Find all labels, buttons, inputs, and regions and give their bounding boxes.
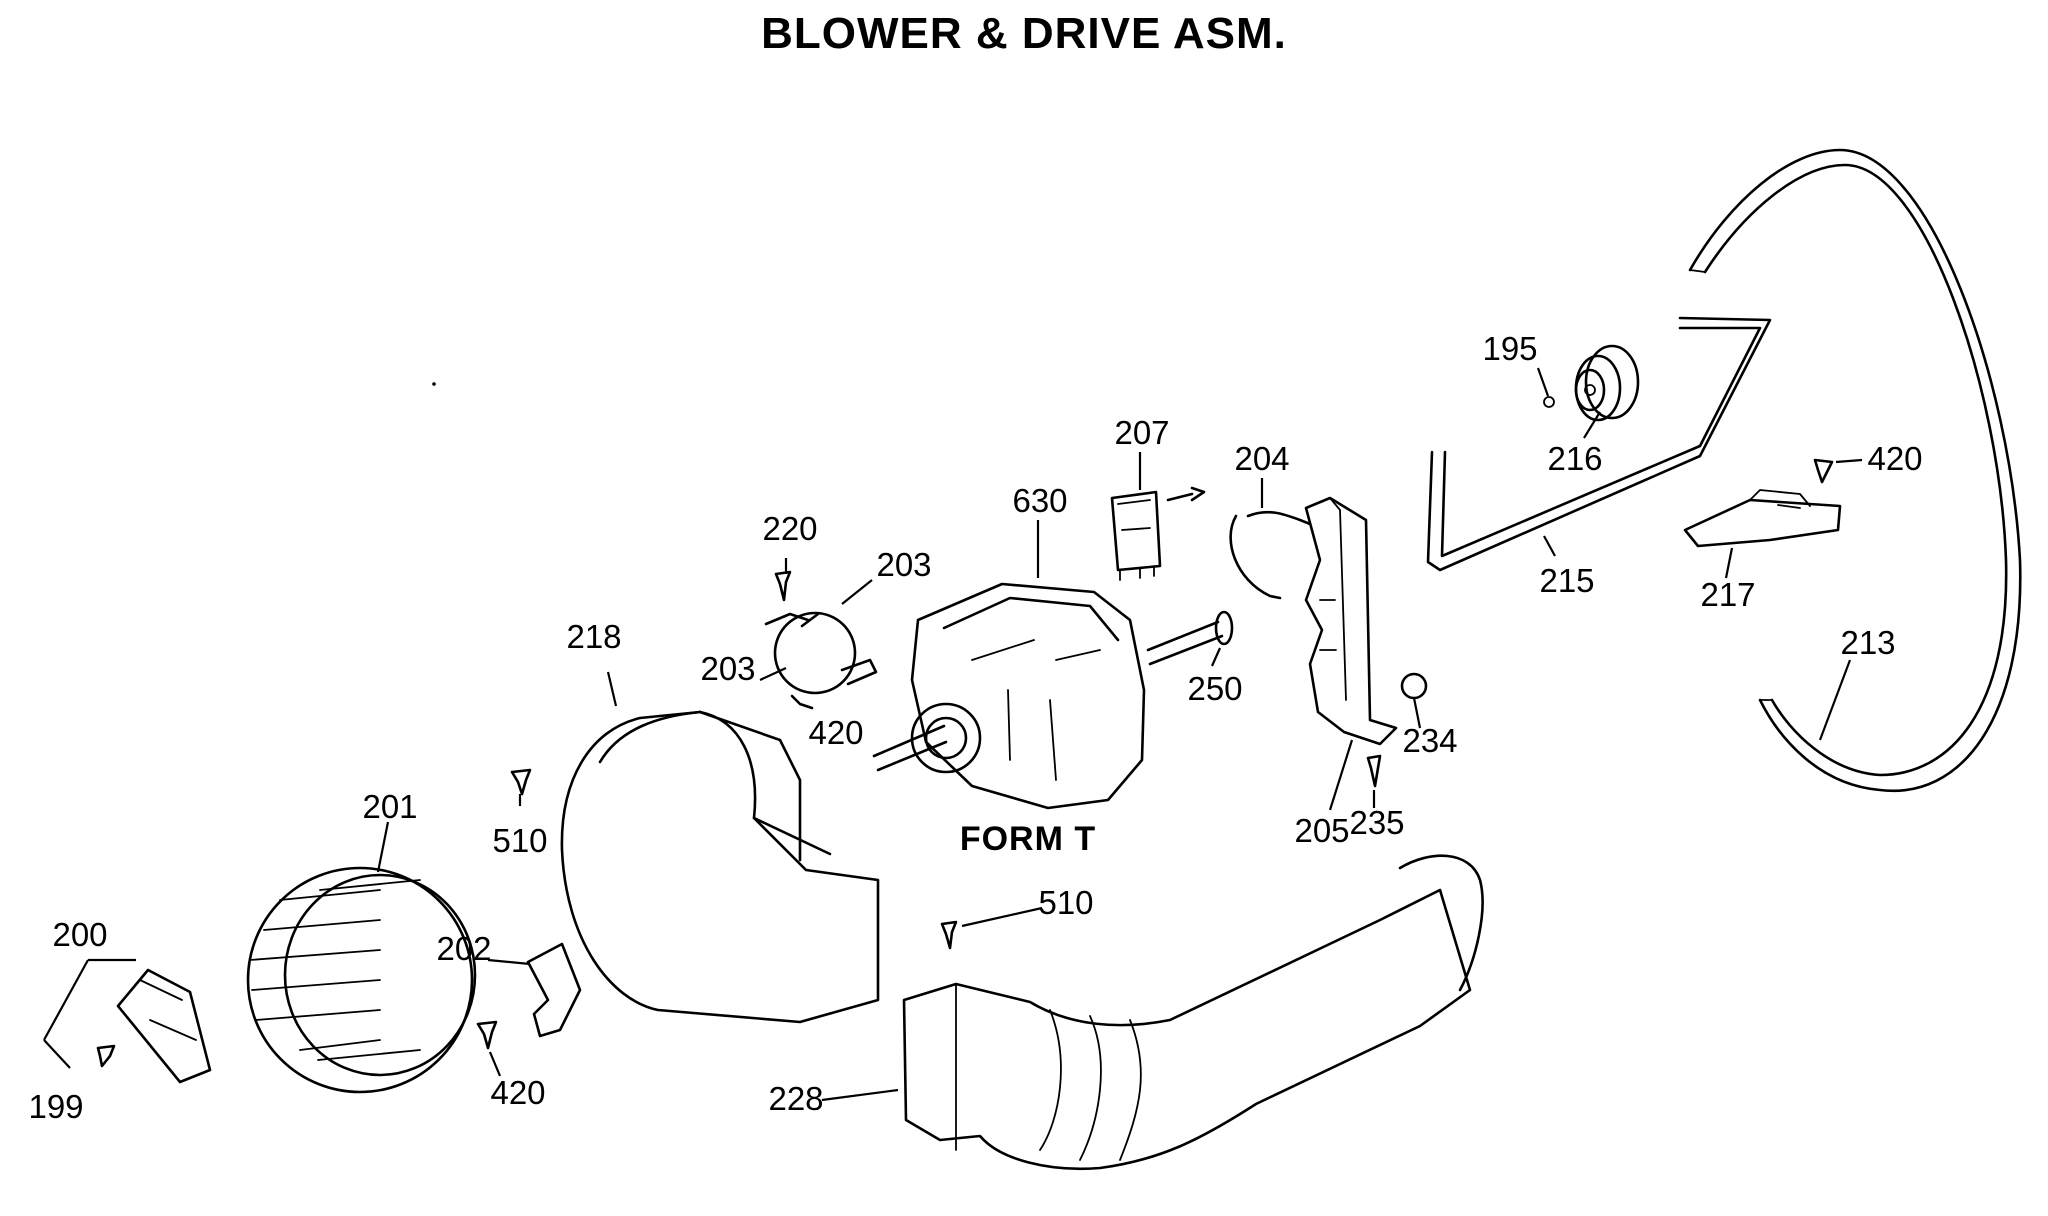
idler-bracket bbox=[1683, 489, 1842, 548]
blower-housing bbox=[560, 710, 880, 1024]
label-217: 217 bbox=[1700, 576, 1755, 613]
label-203-lower: 203 bbox=[700, 650, 755, 687]
label-420-right: 420 bbox=[1867, 440, 1922, 477]
label-199: 199 bbox=[28, 1088, 83, 1125]
housing-bracket bbox=[526, 942, 582, 1038]
label-215: 215 bbox=[1539, 562, 1594, 599]
nut bbox=[1400, 672, 1428, 700]
label-218: 218 bbox=[566, 618, 621, 655]
label-202: 202 bbox=[436, 930, 491, 967]
label-201: 201 bbox=[362, 788, 417, 825]
label-216: 216 bbox=[1547, 440, 1602, 477]
label-510-middle: 510 bbox=[1038, 884, 1093, 921]
label-205: 205 bbox=[1294, 812, 1349, 849]
label-630: 630 bbox=[1012, 482, 1067, 519]
label-195: 195 bbox=[1482, 330, 1537, 367]
retaining-clip bbox=[1543, 396, 1555, 408]
screw bbox=[1813, 458, 1834, 484]
leader-lines bbox=[43, 367, 1863, 1102]
screw bbox=[96, 1044, 116, 1068]
label-420-bottom: 420 bbox=[490, 1074, 545, 1111]
label-420-motor: 420 bbox=[808, 714, 863, 751]
motor-mount bbox=[1304, 496, 1398, 746]
label-207: 207 bbox=[1114, 414, 1169, 451]
diagram-title: BLOWER & DRIVE ASM. bbox=[761, 9, 1287, 58]
drive-belt bbox=[1688, 148, 2022, 793]
screw bbox=[940, 920, 958, 950]
label-234: 234 bbox=[1402, 722, 1457, 759]
blower-wheel bbox=[246, 866, 477, 1094]
label-250: 250 bbox=[1187, 670, 1242, 707]
label-510-left: 510 bbox=[492, 822, 547, 859]
label-200: 200 bbox=[52, 916, 107, 953]
screw bbox=[790, 694, 814, 710]
screw bbox=[476, 1020, 498, 1050]
label-235: 235 bbox=[1349, 804, 1404, 841]
label-220: 220 bbox=[762, 510, 817, 547]
screw bbox=[1166, 486, 1206, 502]
motor-strap bbox=[1229, 510, 1312, 600]
idler-pulley bbox=[1574, 344, 1640, 422]
blower-clip bbox=[116, 968, 212, 1084]
screw bbox=[510, 768, 532, 796]
motor-switch bbox=[1110, 490, 1162, 581]
label-213: 213 bbox=[1840, 624, 1895, 661]
label-203-upper: 203 bbox=[876, 546, 931, 583]
motor-bracket bbox=[764, 611, 878, 695]
stray-dot bbox=[432, 382, 436, 386]
form-label: FORM T bbox=[960, 820, 1096, 858]
exhaust-duct bbox=[902, 854, 1484, 1170]
idler-rod bbox=[1426, 316, 1772, 572]
label-228: 228 bbox=[768, 1080, 823, 1117]
screw bbox=[1366, 754, 1382, 788]
drive-motor bbox=[872, 582, 1234, 810]
label-204: 204 bbox=[1234, 440, 1289, 477]
screw bbox=[774, 570, 792, 602]
